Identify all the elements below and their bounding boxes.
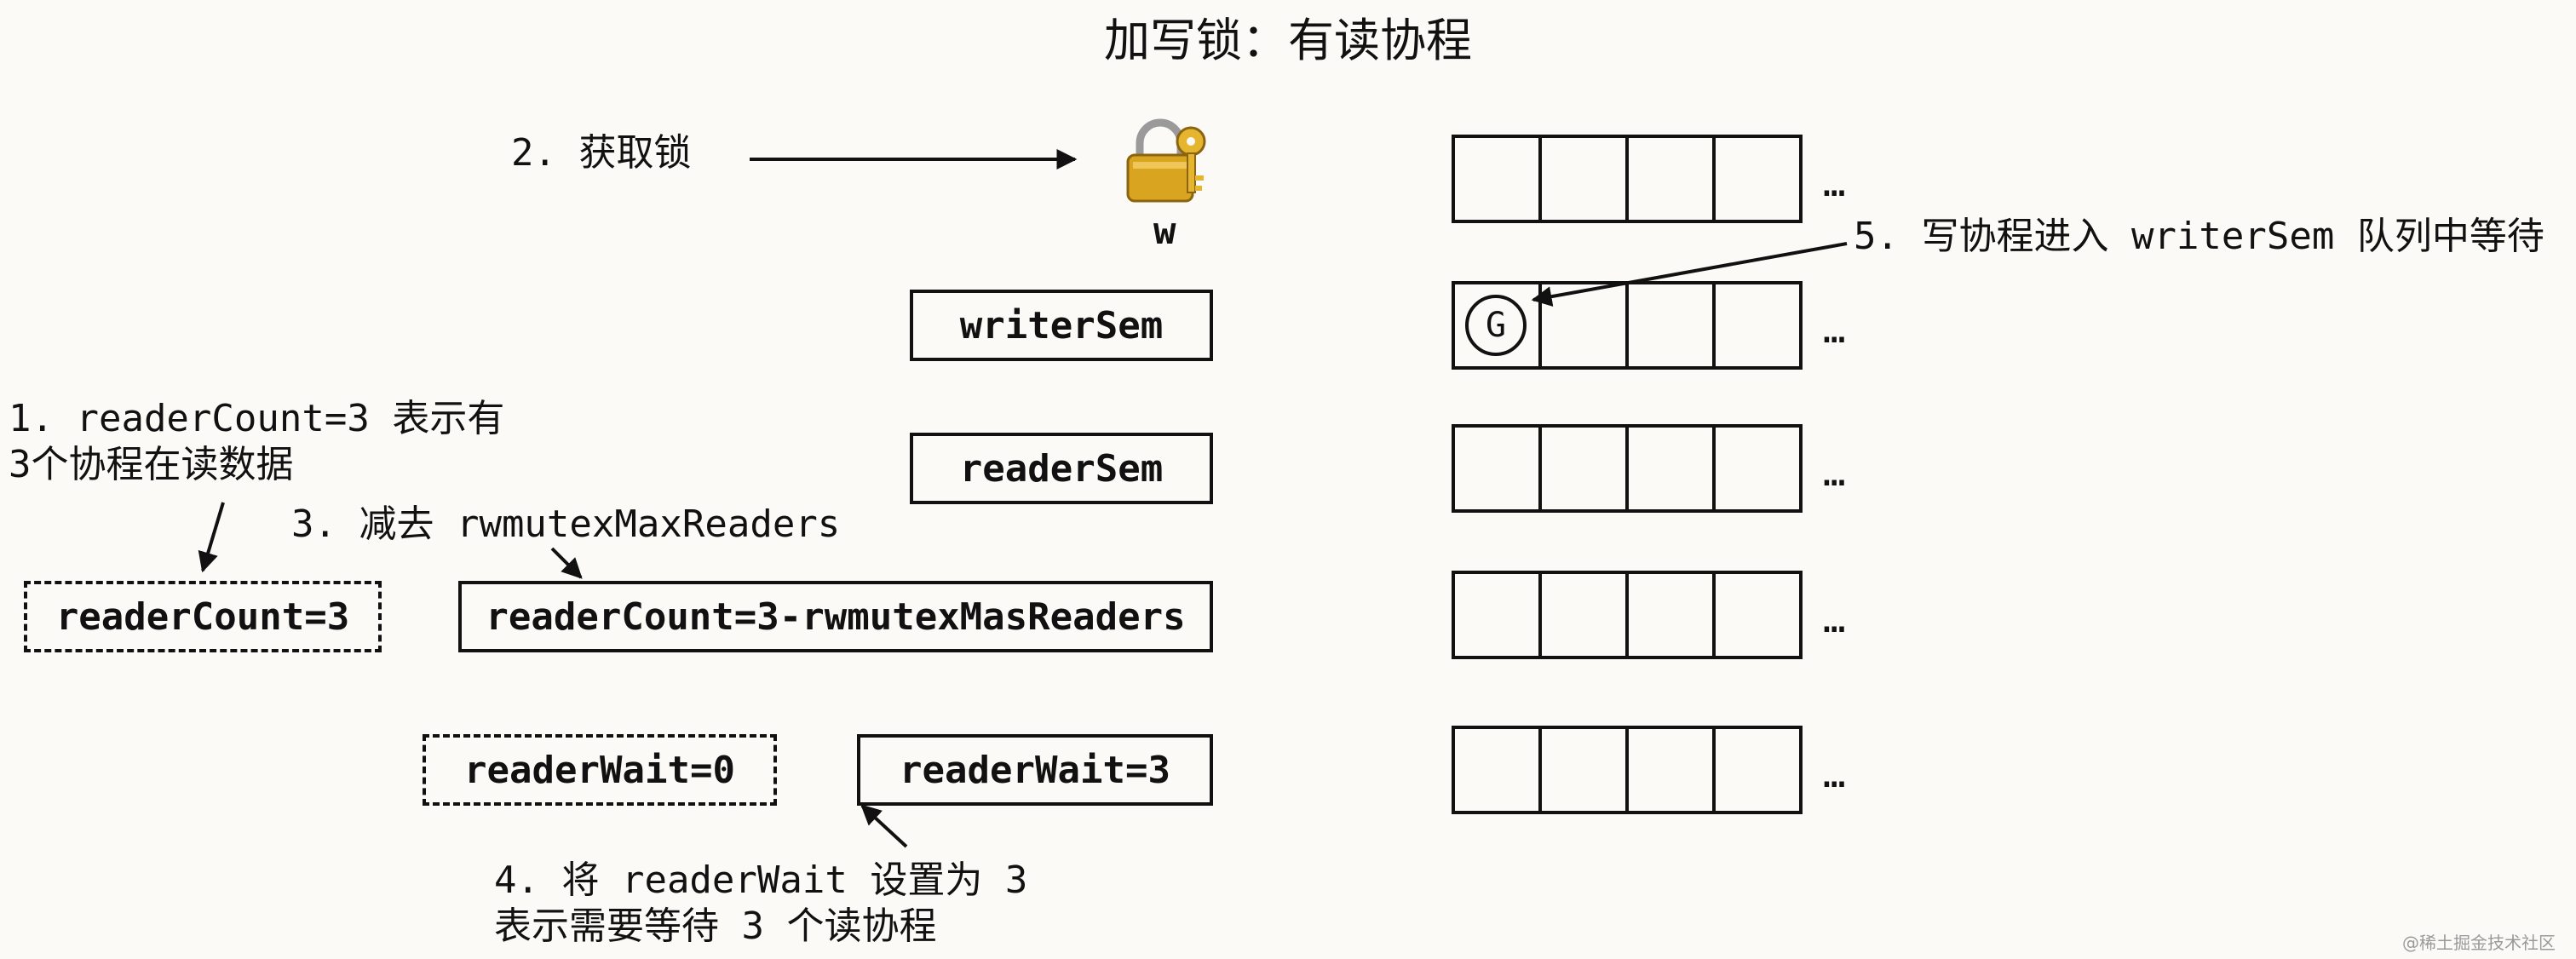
note-step-2: 2. 获取锁	[511, 131, 692, 175]
queue-ellipsis: …	[1823, 753, 1846, 796]
queue-cell	[1542, 284, 1629, 366]
goroutine-circle: G	[1465, 295, 1527, 356]
queue-ellipsis: …	[1823, 162, 1846, 205]
queue-cell	[1455, 574, 1542, 656]
queue-cell	[1455, 729, 1542, 811]
queue-cell	[1629, 284, 1716, 366]
arrow-step-3	[550, 547, 583, 579]
reader-wait-new-box: readerWait=3	[857, 734, 1213, 806]
reader-sem-box: readerSem	[910, 433, 1213, 504]
note-step-4-line-1: 4. 将 readerWait 设置为 3	[494, 859, 1028, 902]
note-step-1-line-2: 3个协程在读数据	[9, 443, 294, 486]
queue-cell	[1542, 138, 1629, 220]
lock-holder-label: w	[1153, 210, 1176, 253]
writer-sem-box: writerSem	[910, 290, 1213, 361]
queue-cell	[1629, 428, 1716, 509]
diagram-title: 加写锁：有读协程	[1104, 14, 1472, 67]
queue-cell	[1629, 574, 1716, 656]
queue-ellipsis: …	[1823, 598, 1846, 641]
queue-row-reader-sem	[1452, 424, 1803, 513]
queue-cell	[1455, 428, 1542, 509]
queue-ellipsis: …	[1823, 308, 1846, 352]
lock-with-key-icon	[1121, 112, 1215, 206]
reader-count-new-box: readerCount=3-rwmutexMasReaders	[458, 581, 1213, 652]
reader-wait-old-box: readerWait=0	[423, 734, 777, 806]
arrow-step-1	[198, 502, 225, 573]
queue-row-1	[1452, 135, 1803, 223]
queue-cell: G	[1455, 284, 1542, 366]
queue-cell	[1629, 729, 1716, 811]
reader-count-old-box: readerCount=3	[24, 581, 382, 652]
queue-cell	[1542, 729, 1629, 811]
queue-row-5	[1452, 726, 1803, 814]
queue-cell	[1542, 574, 1629, 656]
queue-cell	[1629, 138, 1716, 220]
note-step-1-line-1: 1. readerCount=3 表示有	[9, 397, 505, 440]
arrow-step-5	[1531, 242, 1848, 307]
queue-row-4	[1452, 571, 1803, 659]
note-step-5: 5. 写协程进入 writerSem 队列中等待	[1854, 215, 2544, 258]
arrow-step-4	[860, 804, 908, 848]
queue-cell	[1455, 138, 1542, 220]
queue-ellipsis: …	[1823, 451, 1846, 495]
watermark: @稀土掘金技术社区	[2402, 933, 2556, 953]
queue-cell	[1542, 428, 1629, 509]
note-step-3: 3. 减去 rwmutexMaxReaders	[291, 502, 841, 546]
note-step-4-line-2: 表示需要等待 3 个读协程	[494, 904, 937, 948]
